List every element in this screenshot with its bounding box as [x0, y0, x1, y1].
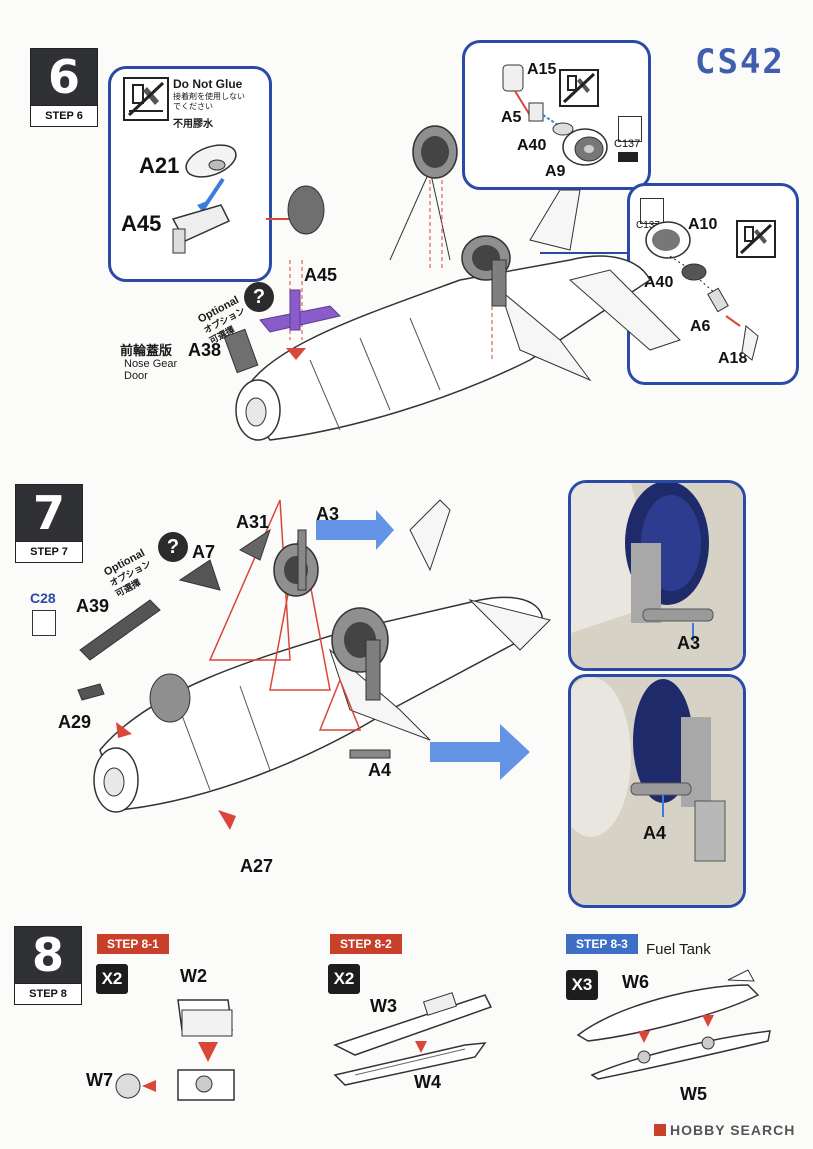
- paint-code-c137-right: C137: [636, 220, 660, 231]
- do-not-glue-jp: 接着剤を使用しない でください: [173, 92, 245, 111]
- do-not-glue-icon: [736, 220, 776, 258]
- paint-chip-icon: [618, 116, 642, 142]
- do-not-glue-icon: [559, 69, 599, 107]
- part-a21: A21: [139, 153, 180, 178]
- a4-detail-render: [571, 677, 743, 905]
- detail-callout-a3: A3: [568, 480, 746, 671]
- part-a27: A27: [240, 856, 274, 876]
- wheel-a10-drawing: [645, 221, 759, 361]
- do-not-glue-icon: [123, 77, 169, 121]
- part-a5: A5: [501, 109, 522, 126]
- hobby-search-watermark: HOBBY SEARCH: [654, 1122, 795, 1138]
- question-mark-icon: ?: [158, 532, 188, 562]
- nose-door-en2: Door: [124, 370, 148, 382]
- do-not-glue-callout: Do Not Glue 接着剤を使用しない でください 不用膠水 A21 A45: [108, 66, 272, 282]
- part-a40: A40: [517, 137, 547, 154]
- step-6-badge: 6 STEP 6: [30, 48, 98, 127]
- step-label: STEP 7: [16, 541, 82, 562]
- step6-aircraft-drawing: [223, 125, 681, 441]
- do-not-glue-en: Do Not Glue: [173, 77, 243, 91]
- part-w2: W2: [180, 966, 207, 986]
- paint-code-c28: C28: [30, 590, 56, 606]
- wheel-a9-drawing: [502, 64, 608, 166]
- detail-callout-a4: A4: [568, 674, 746, 908]
- multiplier-badge: X3: [566, 970, 598, 1000]
- paint-code-c137-top: C137: [614, 138, 641, 150]
- part-a45-main: A45: [304, 265, 338, 285]
- paint-chip-icon: [32, 610, 56, 636]
- paint-chip-icon: [640, 198, 664, 224]
- part-w4: W4: [414, 1072, 441, 1092]
- series-code: CS42: [695, 42, 785, 82]
- w2-w7-drawing: [115, 999, 235, 1101]
- part-w7: W7: [86, 1070, 113, 1090]
- part-a4-detail: A4: [643, 823, 667, 843]
- nose-door-en1: Nose Gear: [124, 358, 178, 370]
- part-a3-detail: A3: [677, 633, 701, 653]
- substep-8-1: STEP 8-1: [97, 934, 169, 954]
- w3-w4-drawing: [333, 992, 493, 1086]
- watermark-logo-icon: [654, 1124, 666, 1136]
- part-a39: A39: [76, 596, 110, 616]
- part-a18: A18: [718, 350, 748, 367]
- a3-detail-render: [571, 483, 743, 668]
- step-number: 6: [47, 50, 80, 104]
- question-mark-icon: ?: [244, 282, 274, 312]
- callout-leader-blue: [540, 252, 628, 254]
- part-a9: A9: [545, 163, 566, 180]
- main-wheel-callout-top: A15 A5 A40 A9: [462, 40, 651, 190]
- part-a38: A38: [188, 340, 222, 360]
- part-a10: A10: [688, 216, 718, 233]
- part-a40b: A40: [644, 274, 674, 291]
- substep-8-3: STEP 8-3: [566, 934, 638, 954]
- step-label: STEP 6: [31, 105, 97, 126]
- part-w3: W3: [370, 996, 397, 1016]
- part-a3: A3: [316, 504, 340, 524]
- multiplier-badge: X2: [328, 964, 360, 994]
- part-w5: W5: [680, 1084, 707, 1104]
- part-a29: A29: [58, 712, 92, 732]
- step-number: 8: [31, 928, 64, 982]
- substep-8-2: STEP 8-2: [330, 934, 402, 954]
- part-a45: A45: [121, 211, 162, 236]
- main-wheel-callout-right: C137 A10 A40 A6 A18: [627, 183, 799, 385]
- paint-swatch: [618, 152, 638, 162]
- multiplier-badge: X2: [96, 964, 128, 994]
- nose-door-cn: 前輪蓋版: [120, 343, 173, 358]
- step7-aircraft-drawing: [77, 499, 551, 830]
- step-label: STEP 8: [15, 983, 81, 1004]
- step-7-badge: 7 STEP 7: [15, 484, 83, 563]
- do-not-glue-cn: 不用膠水: [173, 119, 213, 130]
- fuel-tank-label: Fuel Tank: [646, 941, 711, 958]
- part-a31: A31: [236, 512, 270, 532]
- part-a15: A15: [527, 61, 557, 78]
- watermark-text: HOBBY SEARCH: [670, 1122, 796, 1138]
- step-number: 7: [32, 486, 65, 540]
- wheel-a21-drawing: [171, 144, 237, 254]
- part-a4: A4: [368, 760, 392, 780]
- step-8-badge: 8 STEP 8: [14, 926, 82, 1005]
- w5-w6-drawing: [576, 969, 771, 1080]
- part-a7: A7: [192, 542, 216, 562]
- part-a6: A6: [690, 318, 711, 335]
- part-w6: W6: [622, 972, 649, 992]
